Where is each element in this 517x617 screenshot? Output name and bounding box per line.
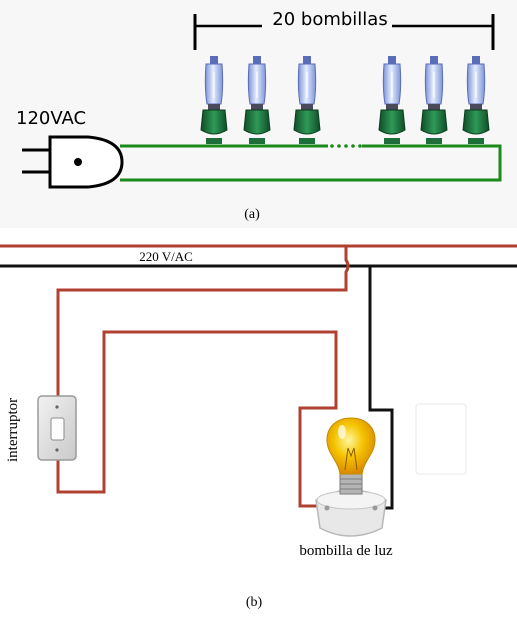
light-bulb-icon (326, 417, 376, 495)
caption-a: (a) (244, 207, 260, 222)
switch-label: interruptor (5, 398, 21, 462)
panel-b: 220 V/AC interruptor (0, 244, 517, 610)
ellipsis-dots (328, 142, 362, 150)
caption-b: (b) (246, 595, 263, 610)
bulb-count-bracket (193, 8, 495, 50)
bulb-label: bombilla de luz (299, 543, 393, 559)
wall-switch-icon (37, 395, 77, 461)
red-wire (56, 246, 350, 508)
bulb-count-label: 20 bombillas (272, 9, 387, 30)
black-wire (368, 266, 394, 510)
lamp-socket-icon (315, 489, 387, 537)
voltage-label-b: 220 V/AC (139, 249, 193, 264)
plug-icon (22, 135, 124, 189)
green-wire (120, 144, 502, 182)
voltage-label-a: 120VAC (16, 108, 86, 129)
outlet-outline (415, 403, 467, 475)
panel-a: 20 bombillas 120VAC (a) (0, 0, 517, 228)
